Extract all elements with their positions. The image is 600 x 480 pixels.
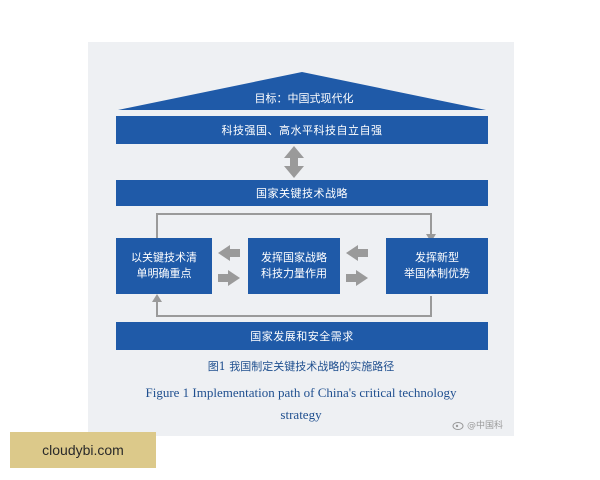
arrow-right-icon: [346, 270, 368, 286]
strategy-bar: 国家关键技术战略: [116, 180, 488, 206]
center-box: 发挥国家战略 科技力量作用: [248, 238, 340, 294]
figure-caption-en: Figure 1 Implementation path of China's …: [88, 382, 514, 426]
brand-badge[interactable]: cloudybi.com: [10, 432, 156, 468]
roof-triangle: [118, 72, 486, 110]
figure-caption-cn: 图1 我国制定关键技术战略的实施路径: [207, 360, 395, 373]
arrow-left-icon: [218, 245, 240, 261]
goal-label: 目标：中国式现代化: [254, 92, 354, 105]
right-box: 发挥新型 举国体制优势: [386, 238, 488, 294]
caption-en-line2: strategy: [280, 407, 322, 422]
feedback-loop-lines: [156, 213, 432, 317]
weibo-icon: [452, 421, 464, 430]
double-arrow-icon: [284, 146, 304, 178]
bottom-bar: 国家发展和安全需求: [116, 322, 488, 350]
watermark: @中国科: [452, 418, 503, 431]
left-box: 以关键技术清 单明确重点: [116, 238, 212, 294]
top-bar: 科技强国、高水平科技自立自强: [116, 116, 488, 144]
arrow-right-icon: [218, 270, 240, 286]
watermark-text: @中国科: [467, 421, 504, 431]
caption-en-line1: Figure 1 Implementation path of China's …: [145, 385, 457, 400]
arrow-left-icon: [346, 245, 368, 261]
loop-arrowhead-left-icon: [152, 294, 162, 302]
